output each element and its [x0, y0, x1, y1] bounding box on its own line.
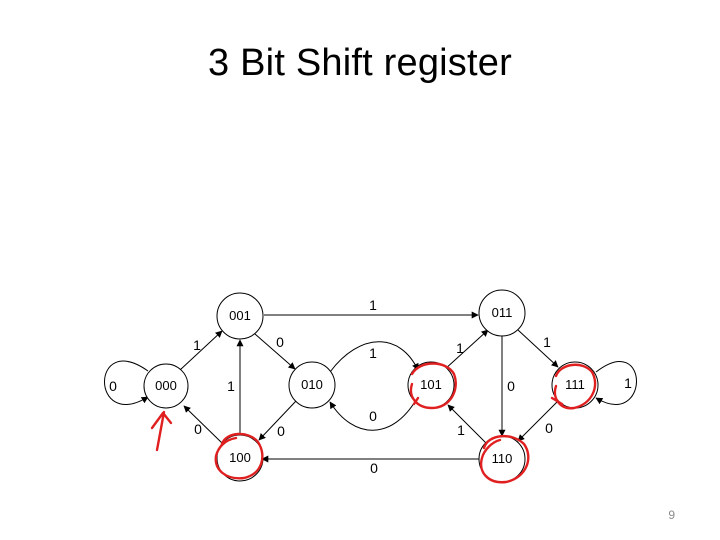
state-label: 001: [229, 308, 251, 323]
transition-edges: [104, 311, 637, 463]
page-number: 9: [668, 508, 675, 522]
edge-label: 0: [370, 460, 378, 476]
edge-label: 0: [545, 420, 553, 436]
state-label: 011: [492, 305, 513, 320]
edge-101-010: [329, 399, 417, 431]
edge-label: 1: [543, 334, 551, 350]
edge-label: 1: [369, 297, 377, 313]
edge-000-000: [104, 360, 149, 405]
edge-label: 1: [457, 422, 465, 438]
circle-mark-101: [409, 362, 457, 410]
edge-label: 1: [456, 340, 464, 356]
edge-label: 0: [369, 408, 377, 424]
edge-label: 0: [109, 378, 117, 394]
edge-100-000: [183, 405, 223, 444]
transition-labels: 0 1 1 0 1 0 1 0 0 1 1 0 1 1 0 0: [109, 297, 632, 476]
edge-111-110: [517, 398, 561, 442]
circle-mark-111: [550, 363, 597, 410]
hand-annotations: [150, 362, 597, 484]
state-001: 001: [216, 292, 264, 340]
state-011: 011: [478, 289, 526, 337]
edge-111-111: [595, 361, 637, 405]
edge-label: 1: [227, 378, 235, 394]
edge-010-101: [329, 341, 419, 373]
state-000: 000: [143, 363, 189, 409]
edge-label: 1: [624, 375, 632, 391]
state-111: 111: [551, 361, 599, 409]
slide-title: 3 Bit Shift register: [208, 42, 512, 84]
state-label: 010: [301, 377, 323, 392]
state-label: 110: [492, 451, 513, 466]
edge-label: 1: [193, 337, 201, 353]
state-101: 101: [407, 361, 455, 409]
edge-label: 0: [194, 421, 202, 437]
state-110: 110: [478, 435, 526, 483]
edge-label: 0: [277, 423, 285, 439]
edge-label: 1: [369, 345, 377, 361]
state-nodes: 001 011 000 010 101 111 100 110: [143, 289, 599, 483]
start-arrow-mark: [150, 410, 173, 452]
edge-110-101: [447, 404, 487, 444]
state-label: 111: [565, 377, 585, 392]
edge-010-100: [258, 400, 297, 441]
edge-label: 0: [507, 378, 515, 394]
circle-mark-100: [214, 432, 264, 480]
edge-000-001: [179, 330, 223, 371]
circle-mark-110: [479, 435, 530, 484]
edge-101-011: [443, 329, 489, 371]
state-label: 101: [420, 377, 442, 392]
state-label: 100: [229, 450, 251, 465]
edge-001-010: [254, 333, 296, 370]
edge-label: 0: [276, 334, 284, 350]
state-label: 000: [155, 378, 177, 393]
state-010: 010: [288, 361, 336, 409]
edge-011-111: [517, 329, 559, 368]
